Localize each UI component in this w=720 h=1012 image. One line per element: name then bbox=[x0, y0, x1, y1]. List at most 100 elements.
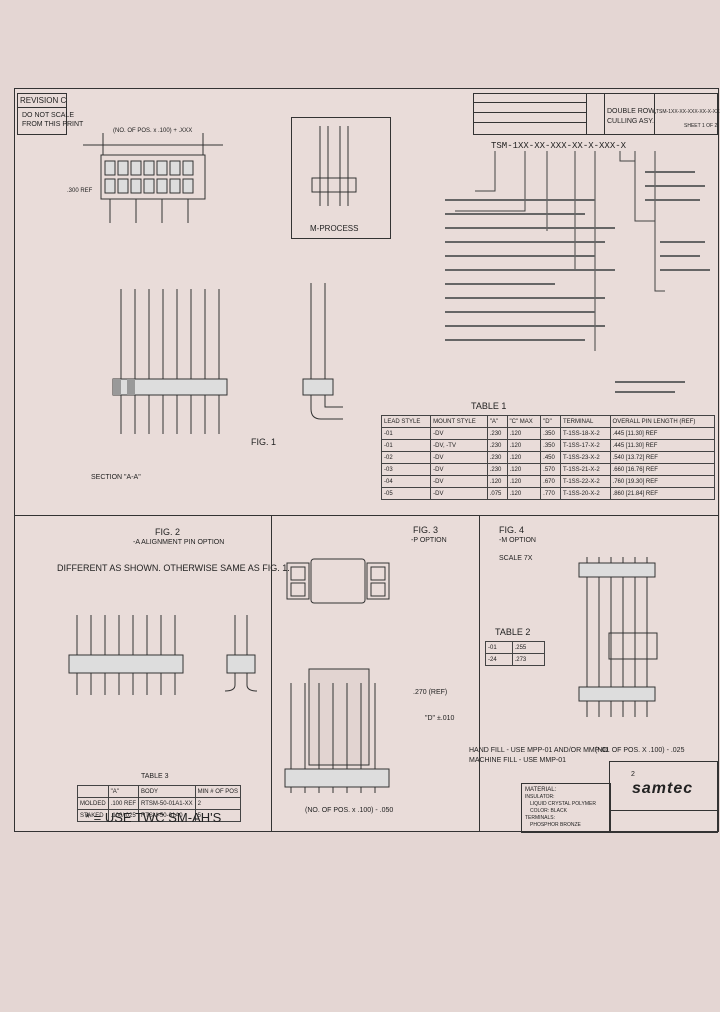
company-logo: samtec bbox=[632, 780, 694, 797]
table1-header-cell: TERMINAL bbox=[559, 415, 611, 428]
table-cell: .230 bbox=[486, 439, 508, 452]
m-process-label: M-PROCESS bbox=[310, 224, 359, 233]
fig2-note: DIFFERENT AS SHOWN. OTHERWISE SAME AS FI… bbox=[57, 563, 290, 573]
table1-header-cell: LEAD STYLE bbox=[380, 415, 432, 428]
table-cell: RTSM-50-01A1-XX bbox=[138, 797, 196, 810]
drawing-number: TSM-1XX-XX-XXX-XX-X-XXX-X bbox=[656, 109, 720, 115]
m-process-box: M-PROCESS bbox=[291, 117, 391, 239]
dim-ref-300: .300 REF bbox=[67, 188, 93, 194]
part-number-string: TSM-1XX-XX-XXX-XX-X-XXX-X bbox=[491, 141, 627, 151]
fig3-subtitle: -P OPTION bbox=[411, 537, 447, 544]
table-cell: .660 [16.76] REF bbox=[609, 463, 716, 476]
table-cell: .350 bbox=[540, 439, 561, 452]
table1-header-cell: "A" bbox=[486, 415, 508, 428]
table-cell: -01 bbox=[380, 439, 432, 452]
table-cell: .100 REF bbox=[107, 797, 140, 810]
table-cell: .770 bbox=[540, 487, 561, 500]
table-cell: .445 [11.30] REF bbox=[609, 439, 716, 452]
table3-caption: TABLE 3 bbox=[141, 773, 169, 780]
fig3-ref-dim: .270 (REF) bbox=[413, 689, 448, 696]
table-cell: T-1SS-18-X-2 bbox=[559, 427, 611, 440]
fig2-caption: FIG. 2 bbox=[155, 527, 181, 537]
table3-header-cell: BODY bbox=[138, 785, 196, 798]
fig4-note-machine: MACHINE FILL - USE MMP-01 bbox=[469, 757, 566, 764]
section-divider-v1 bbox=[271, 515, 272, 831]
table-row: -01.255 bbox=[485, 641, 546, 654]
table-cell: T-1SS-17-X-2 bbox=[559, 439, 611, 452]
table1-caption: TABLE 1 bbox=[471, 401, 507, 411]
table3-header-cell bbox=[77, 785, 109, 798]
table-cell: .230 bbox=[486, 451, 508, 464]
table-row: -24.273 bbox=[485, 653, 546, 666]
material-item: COLOR: BLACK bbox=[530, 808, 567, 814]
fig4-subtitle: -M OPTION bbox=[499, 537, 536, 544]
table-cell: -04 bbox=[380, 475, 432, 488]
table-cell: -DV bbox=[430, 451, 488, 464]
table-cell: -DV bbox=[430, 463, 488, 476]
table-cell: .670 bbox=[540, 475, 561, 488]
footnote: * = USE TWC SM-AH'S bbox=[85, 810, 222, 825]
table-cell: .255 bbox=[511, 641, 546, 654]
table1-header-cell: "C" MAX bbox=[506, 415, 542, 428]
fig4-scale: SCALE 7X bbox=[499, 555, 533, 562]
table-cell: .860 [21.84] REF bbox=[609, 487, 716, 500]
material-item: TERMINALS: bbox=[525, 815, 556, 821]
table-cell: 2 bbox=[194, 797, 241, 810]
fig2-subtitle: -A ALIGNMENT PIN OPTION bbox=[133, 539, 225, 546]
table-cell: -DV bbox=[430, 427, 488, 440]
table2-caption: TABLE 2 bbox=[495, 627, 531, 637]
fig4-drawing bbox=[578, 557, 658, 717]
table-cell: .570 bbox=[540, 463, 561, 476]
fig3-d-dim: "D" ±.010 bbox=[425, 715, 455, 722]
section-divider-h bbox=[15, 515, 718, 516]
fig1-side-view bbox=[112, 283, 343, 434]
section-divider-v2 bbox=[479, 515, 480, 831]
table-cell: T-1SS-22-X-2 bbox=[559, 475, 611, 488]
fig3-drawing bbox=[284, 558, 390, 793]
table-cell: -01 bbox=[485, 641, 513, 654]
revision-box: REVISION C DO NOT SCALE FROM THIS PRINT bbox=[17, 93, 83, 135]
fig1-top-view bbox=[83, 133, 223, 223]
table1: LEAD STYLE MOUNT STYLE "A" "C" MAX "D" T… bbox=[380, 415, 716, 500]
materials-box: MATERIAL: INSULATOR: LIQUID CRYSTAL POLY… bbox=[521, 783, 611, 833]
table-cell: .350 bbox=[540, 427, 561, 440]
sheet-number: SHEET 1 OF 2 bbox=[684, 123, 718, 129]
table-cell: .120 bbox=[506, 475, 542, 488]
materials-title: MATERIAL: bbox=[525, 787, 557, 793]
drawing-sheet: REVISION C DO NOT SCALE FROM THIS PRINT … bbox=[14, 88, 720, 833]
table-cell: -DV bbox=[430, 475, 488, 488]
table-cell: .230 bbox=[486, 427, 508, 440]
table-cell: -02 bbox=[380, 451, 432, 464]
table-cell: .100/.025 bbox=[107, 809, 140, 822]
fig4-note-hand: HAND FILL - USE MPP-01 AND/OR MMP-01 bbox=[469, 747, 610, 754]
revision-label: REVISION C bbox=[20, 96, 67, 105]
part-number-callouts bbox=[445, 151, 710, 393]
table-cell: T-1SS-20-X-2 bbox=[559, 487, 611, 500]
table-cell: -DV bbox=[430, 487, 488, 500]
fig3-caption: FIG. 3 bbox=[413, 525, 439, 535]
fig4-pos-note: (NO. OF POS. X .100) - .025 bbox=[595, 747, 685, 754]
table-cell: -DV, -TV bbox=[430, 439, 488, 452]
table-cell: .450 bbox=[540, 451, 561, 464]
table-cell: STAKED bbox=[77, 809, 109, 822]
table-cell: .120 bbox=[506, 487, 542, 500]
table-cell: .760 [19.30] REF bbox=[609, 475, 716, 488]
table-cell: T-1SS-23-X-2 bbox=[559, 451, 611, 464]
table-cell: -24 bbox=[485, 653, 513, 666]
table-cell: .120 bbox=[506, 439, 542, 452]
table-cell: .230 bbox=[486, 463, 508, 476]
table-cell: .120 bbox=[506, 427, 542, 440]
no-scale-note: DO NOT SCALE bbox=[22, 112, 74, 119]
table-cell: -03 bbox=[380, 463, 432, 476]
page-number-mid: 2 bbox=[631, 771, 635, 778]
no-scale-note-2: FROM THIS PRINT bbox=[22, 121, 84, 128]
table-cell: .120 bbox=[506, 463, 542, 476]
